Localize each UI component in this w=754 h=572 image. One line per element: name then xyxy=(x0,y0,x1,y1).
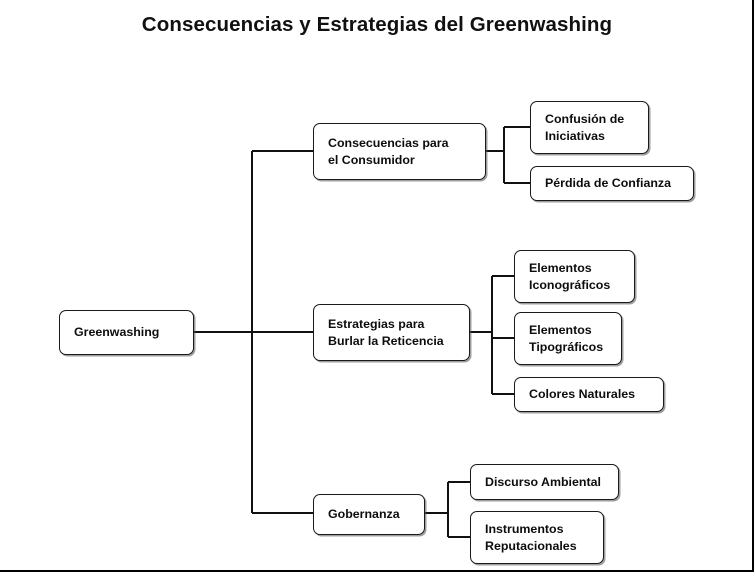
node-leaf-elementos-iconograficos[interactable]: Elementos Iconográficos xyxy=(514,250,635,303)
node-leaf-confusion-iniciativas[interactable]: Confusión de Iniciativas xyxy=(530,101,649,154)
node-leaf-discurso-ambiental[interactable]: Discurso Ambiental xyxy=(470,464,619,500)
node-branch-consecuencias-consumidor[interactable]: Consecuencias para el Consumidor xyxy=(313,123,486,180)
page-title: Consecuencias y Estrategias del Greenwas… xyxy=(141,13,613,36)
node-branch-estrategias-burlar-reticencia[interactable]: Estrategias para Burlar la Reticencia xyxy=(313,304,470,361)
node-leaf-perdida-confianza[interactable]: Pérdida de Confianza xyxy=(530,166,694,201)
node-leaf-instrumentos-reputacionales[interactable]: Instrumentos Reputacionales xyxy=(470,511,604,564)
node-root-greenwashing[interactable]: Greenwashing xyxy=(59,310,194,355)
node-branch-gobernanza[interactable]: Gobernanza xyxy=(313,494,425,535)
node-leaf-colores-naturales[interactable]: Colores Naturales xyxy=(514,377,664,412)
node-leaf-elementos-tipograficos[interactable]: Elementos Tipográficos xyxy=(514,312,622,365)
